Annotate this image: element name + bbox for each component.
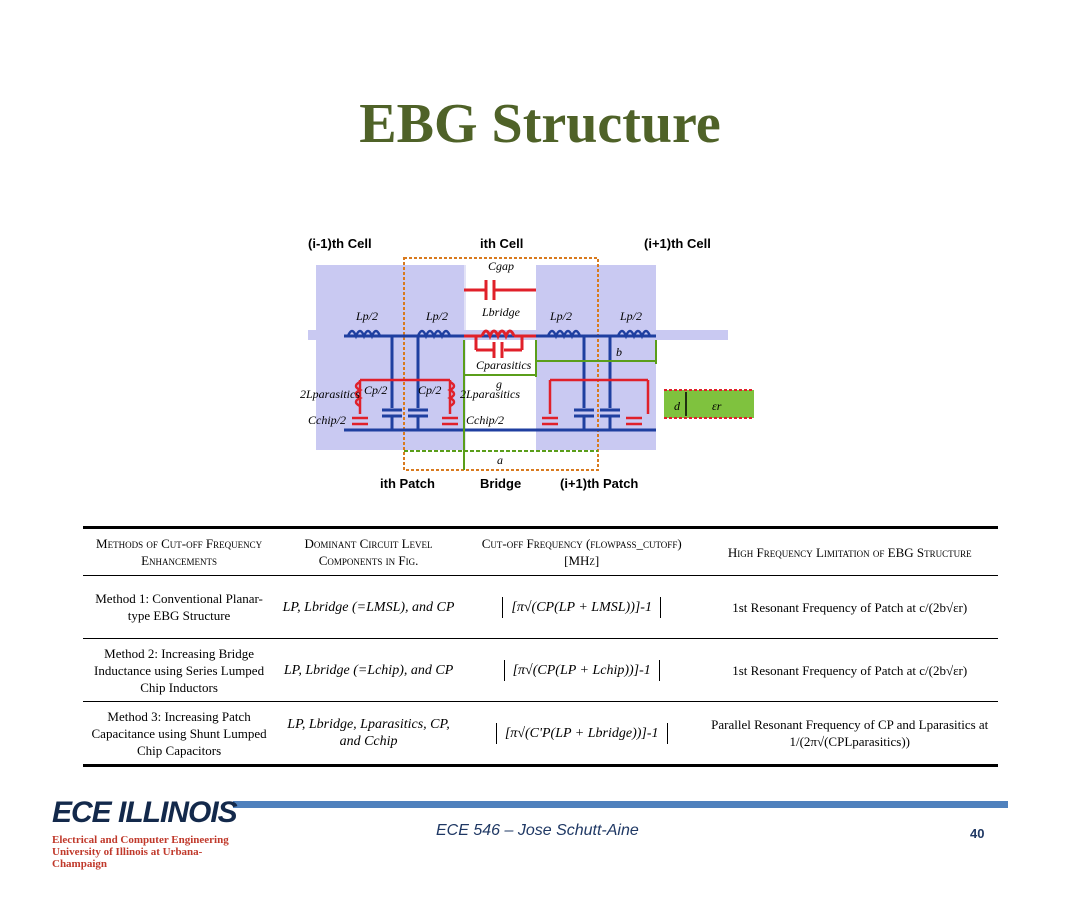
- substrate: [664, 390, 754, 418]
- cell-method: Method 1: Conventional Planar-type EBG S…: [83, 575, 276, 639]
- label-cgap: Cgap: [488, 259, 514, 273]
- label-cchip-a: Cchip/2: [308, 413, 346, 427]
- label-patch-next: (i+1)th Patch: [560, 476, 638, 491]
- header-cutoff: Cut-off Frequency (flowpass_cutoff) [MHz…: [461, 526, 702, 576]
- methods-table: Methods of Cut-off Frequency Enhancement…: [83, 526, 998, 767]
- parasitic-elements: [352, 378, 650, 426]
- inductor-coils: [346, 329, 652, 340]
- label-d: d: [674, 399, 681, 413]
- patch-next: [536, 265, 656, 450]
- cell-limitation: Parallel Resonant Frequency of CP and Lp…: [701, 701, 998, 767]
- patch-curr: [404, 265, 464, 450]
- label-cchip-b: Cchip/2: [466, 413, 504, 427]
- table-header-row: Methods of Cut-off Frequency Enhancement…: [83, 526, 998, 576]
- table-row: Method 1: Conventional Planar-type EBG S…: [83, 575, 998, 639]
- dimension-lines: [404, 340, 657, 470]
- label-cell-prev: (i-1)th Cell: [308, 236, 372, 251]
- label-lp2-c: Lp/2: [549, 309, 572, 323]
- header-methods: Methods of Cut-off Frequency Enhancement…: [83, 526, 276, 576]
- cell-limitation: 1st Resonant Frequency of Patch at c/(2b…: [701, 575, 998, 639]
- header-limitation: High Frequency Limitation of EBG Structu…: [701, 526, 998, 576]
- cell-method: Method 3: Increasing Patch Capacitance u…: [83, 701, 276, 767]
- table-row: Method 2: Increasing Bridge Inductance u…: [83, 638, 998, 702]
- cell-limitation: 1st Resonant Frequency of Patch at c/(2b…: [701, 638, 998, 702]
- cutoff-formula: [π√(CP(LP + Lchip))]-1: [503, 659, 660, 681]
- label-cell-curr: ith Cell: [480, 236, 523, 251]
- cell-cutoff: [π√(CP(LP + LMSL))]-1: [461, 575, 702, 639]
- label-patch-curr: ith Patch: [380, 476, 435, 491]
- ece-illinois-logo: ECE ILLINOIS: [52, 796, 238, 829]
- label-cp2-b: Cp/2: [418, 383, 441, 397]
- cell-cutoff: [π√(C'P(LP + Lbridge))]-1: [461, 701, 702, 767]
- cell-method: Method 2: Increasing Bridge Inductance u…: [83, 638, 276, 702]
- bridge-elements: [464, 280, 536, 358]
- logo-subtitle: Electrical and Computer Engineering Univ…: [52, 834, 252, 870]
- label-cell-next: (i+1)th Cell: [644, 236, 711, 251]
- label-lp2-d: Lp/2: [619, 309, 642, 323]
- label-lpar-b: 2Lparasitics: [460, 387, 520, 401]
- label-lpar-a: 2Lparasitics: [300, 387, 360, 401]
- label-lp2-b: Lp/2: [425, 309, 448, 323]
- cell-components: LP, Lbridge (=LMSL), and CP: [275, 575, 462, 639]
- label-cp2-a: Cp/2: [364, 383, 387, 397]
- page-number: 40: [970, 826, 985, 841]
- cell-boundary: [403, 257, 599, 471]
- cell-cutoff: [π√(CP(LP + Lchip))]-1: [461, 638, 702, 702]
- logo-subtitle-line1: Electrical and Computer Engineering: [52, 834, 229, 846]
- cutoff-formula: [π√(C'P(LP + Lbridge))]-1: [495, 722, 668, 744]
- label-a: a: [497, 453, 503, 467]
- label-cparasitics: Cparasitics: [476, 358, 532, 372]
- footer-divider: [233, 801, 1008, 808]
- label-lbridge: Lbridge: [481, 305, 521, 319]
- cutoff-formula: [π√(CP(LP + LMSL))]-1: [502, 596, 661, 618]
- label-lp2-a: Lp/2: [355, 309, 378, 323]
- course-label: ECE 546 – Jose Schutt-Aine: [436, 822, 639, 839]
- table-row: Method 3: Increasing Patch Capacitance u…: [83, 701, 998, 767]
- label-b: b: [616, 345, 622, 359]
- ebg-circuit-diagram: (i-1)th Cell ith Cell (i+1)th Cell Cgap …: [300, 236, 754, 491]
- logo-subtitle-line2: University of Illinois at Urbana-Champai…: [52, 846, 203, 870]
- shunt-legs: [382, 336, 620, 430]
- slide-title: EBG Structure: [359, 93, 721, 155]
- cell-components: LP, Lbridge (=Lchip), and CP: [275, 638, 462, 702]
- label-er: εr: [712, 399, 722, 413]
- header-components: Dominant Circuit Level Components in Fig…: [275, 526, 462, 576]
- label-bridge: Bridge: [480, 476, 521, 491]
- label-g: g: [496, 377, 502, 391]
- cell-components: LP, Lbridge, Lparasitics, CP, and Cchip: [275, 701, 462, 767]
